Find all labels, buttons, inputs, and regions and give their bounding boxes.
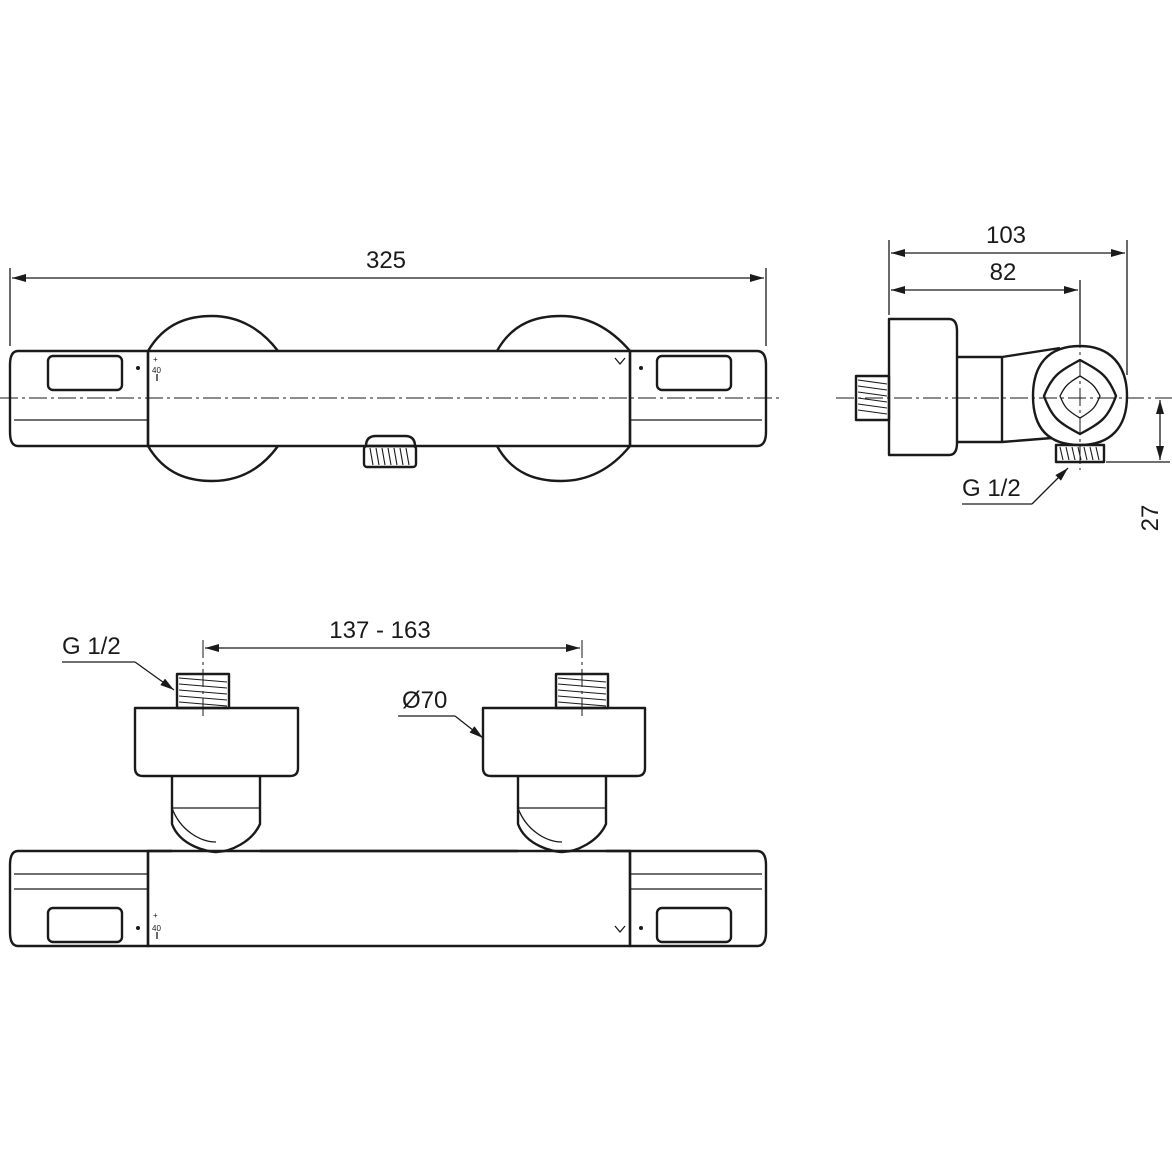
top-dial-temperature: 40 [152, 924, 161, 933]
side-escutcheon [887, 317, 959, 457]
side-view: 103 82 27 G 1/2 [836, 222, 1172, 531]
dimension-overall-width: 325 [366, 247, 406, 274]
front-view: + 40 325 [0, 247, 780, 483]
label-side-outlet-thread: G 1/2 [962, 475, 1021, 502]
left-inlet-escutcheon [133, 706, 300, 778]
top-dial-plus: + [153, 911, 158, 920]
dimension-depth-total: 103 [986, 222, 1026, 249]
front-outlet-nut [364, 434, 417, 447]
right-handle [628, 349, 768, 448]
left-escutcheon [146, 314, 279, 352]
label-top-inlet-thread: G 1/2 [62, 633, 121, 660]
label-escutcheon-diameter: Ø70 [402, 687, 447, 714]
dimension-outlet-offset: 27 [1137, 505, 1164, 532]
right-inlet-escutcheon [481, 706, 647, 778]
right-escutcheon [495, 314, 631, 352]
dimension-inlet-spacing: 137 - 163 [329, 617, 430, 644]
dial-plus: + [153, 355, 158, 364]
right-handle-window [655, 354, 733, 392]
dimension-depth-outlet: 82 [990, 259, 1017, 286]
left-handle-window [46, 354, 124, 392]
left-handle [8, 349, 150, 448]
top-view: + 40 137 - 163 G 1/2 Ø70 [8, 617, 768, 948]
dial-temperature: 40 [152, 366, 161, 375]
